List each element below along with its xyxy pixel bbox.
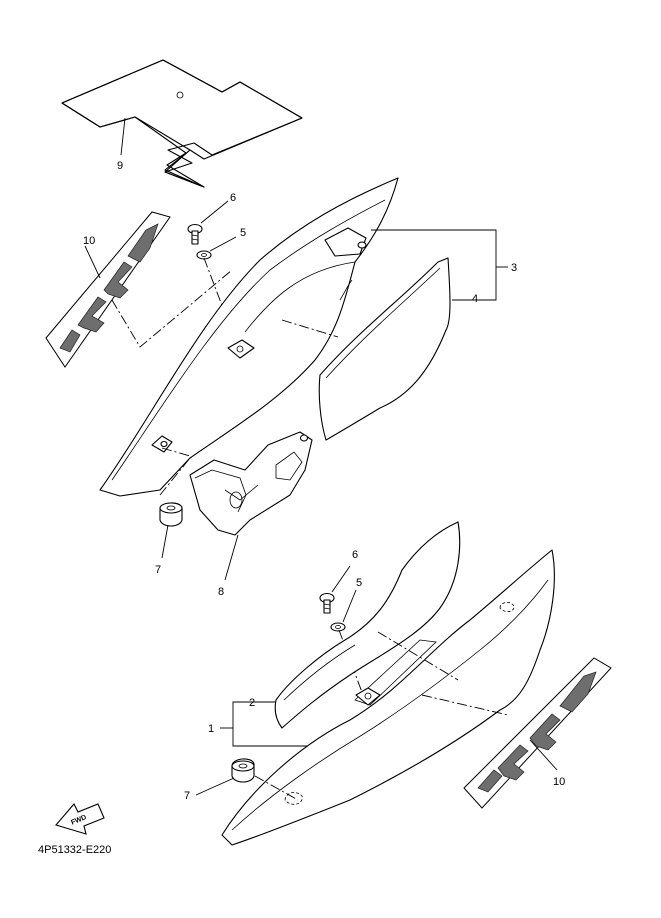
part-8-bracket	[189, 431, 313, 536]
diagram-code: 4P51332-E220	[38, 844, 111, 856]
leader-8	[224, 534, 239, 581]
callout-8: 8	[218, 586, 224, 598]
leader-9	[120, 117, 126, 156]
leader-6-upper	[200, 200, 229, 224]
part-4-panel-upper	[318, 257, 451, 441]
leader-7-lower	[195, 777, 235, 796]
callout-9: 9	[117, 160, 123, 172]
grommet-axis-lower	[254, 775, 299, 801]
part-6-bolt-upper	[187, 223, 203, 245]
callout-5-upper: 5	[240, 227, 246, 239]
leader-10-upper	[84, 245, 101, 279]
decal-placement-line-upper	[111, 269, 233, 348]
callout-1: 1	[208, 723, 214, 735]
part-9-sheet	[61, 59, 303, 188]
callout-3: 3	[511, 262, 517, 274]
callout-5-lower: 5	[356, 577, 362, 589]
bolt-axis-lower	[338, 629, 364, 696]
bracket-3-4	[371, 229, 497, 301]
leader-5-upper	[209, 236, 237, 252]
part-5-washer-lower	[330, 622, 346, 632]
callout-4: 4	[472, 293, 478, 305]
sheet-hole	[176, 91, 184, 99]
grommet-axis-upper-2	[159, 457, 191, 496]
part-6-bolt-lower	[319, 592, 335, 614]
leader-10-lower	[529, 739, 558, 771]
callout-10-lower: 10	[553, 776, 565, 788]
callout-7-lower: 7	[184, 790, 190, 802]
part-10-decal-lower	[463, 657, 612, 809]
callout-6-lower: 6	[352, 549, 358, 561]
leader-7-upper	[161, 524, 169, 559]
part-1-side-cover-lower	[221, 549, 555, 846]
part-3-side-cover-upper	[99, 177, 399, 497]
callout-6-upper: 6	[230, 192, 236, 204]
bracket-1-2	[232, 701, 308, 747]
part-7-grommet-lower	[231, 758, 255, 783]
part-2-panel-lower	[274, 521, 461, 729]
callout-7-upper: 7	[155, 564, 161, 576]
callout-2: 2	[249, 697, 255, 709]
part-7-grommet-upper	[159, 502, 183, 527]
leader-5-lower	[342, 589, 357, 623]
part-5-washer-upper	[196, 250, 212, 260]
part-10-decal-upper	[45, 211, 171, 368]
grommet-axis-upper	[161, 447, 191, 457]
fwd-arrow-icon: FWD	[55, 803, 105, 835]
callout-10-upper: 10	[83, 235, 95, 247]
leader-6-lower	[331, 565, 351, 593]
